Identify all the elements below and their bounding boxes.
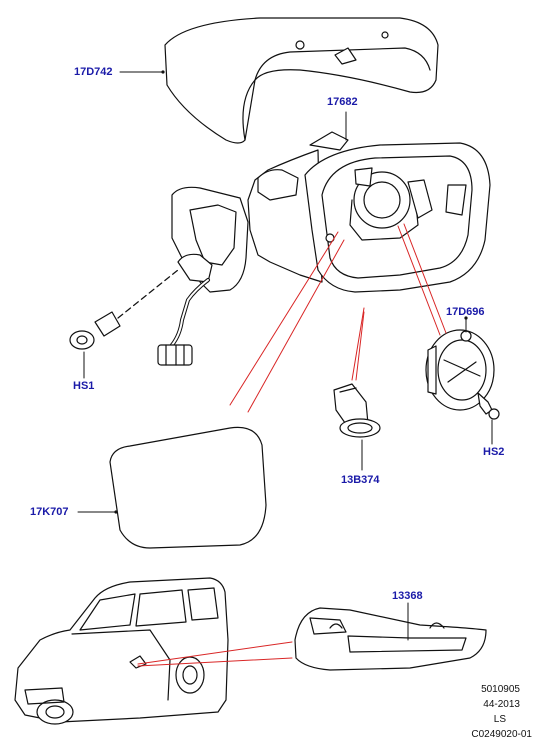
bolt-hs1-illustration — [69, 269, 179, 350]
puddle-lamp-illustration — [333, 383, 381, 438]
mirror-cap-illustration — [164, 17, 439, 144]
footer-ref-2: 44-2013 — [483, 699, 520, 710]
part-label-housing: 17682 — [327, 96, 358, 108]
screw-hs2-illustration — [477, 392, 500, 420]
motor-illustration — [425, 329, 495, 411]
callout-lines — [137, 223, 447, 667]
part-label-bolt: HS1 — [73, 380, 95, 392]
part-label-motor: 17D696 — [446, 306, 485, 318]
vehicle-illustration — [14, 577, 229, 725]
footer-ref-4: C0249020-01 — [471, 729, 532, 740]
footer-ref-3: LS — [493, 714, 506, 725]
part-label-glass: 17K707 — [30, 506, 69, 518]
turn-indicator-illustration — [294, 607, 487, 671]
part-label-indicator: 13368 — [392, 590, 423, 602]
mirror-housing-illustration — [247, 131, 491, 293]
part-label-lamp: 13B374 — [341, 474, 380, 486]
mirror-base-illustration — [157, 186, 249, 366]
part-label-screw: HS2 — [483, 446, 505, 458]
leader-lines — [77, 71, 493, 641]
part-markers — [114, 70, 468, 514]
mirror-glass-illustration — [109, 426, 267, 549]
part-label-cap: 17D742 — [74, 66, 113, 78]
footer-ref-1: 5010905 — [481, 684, 520, 695]
